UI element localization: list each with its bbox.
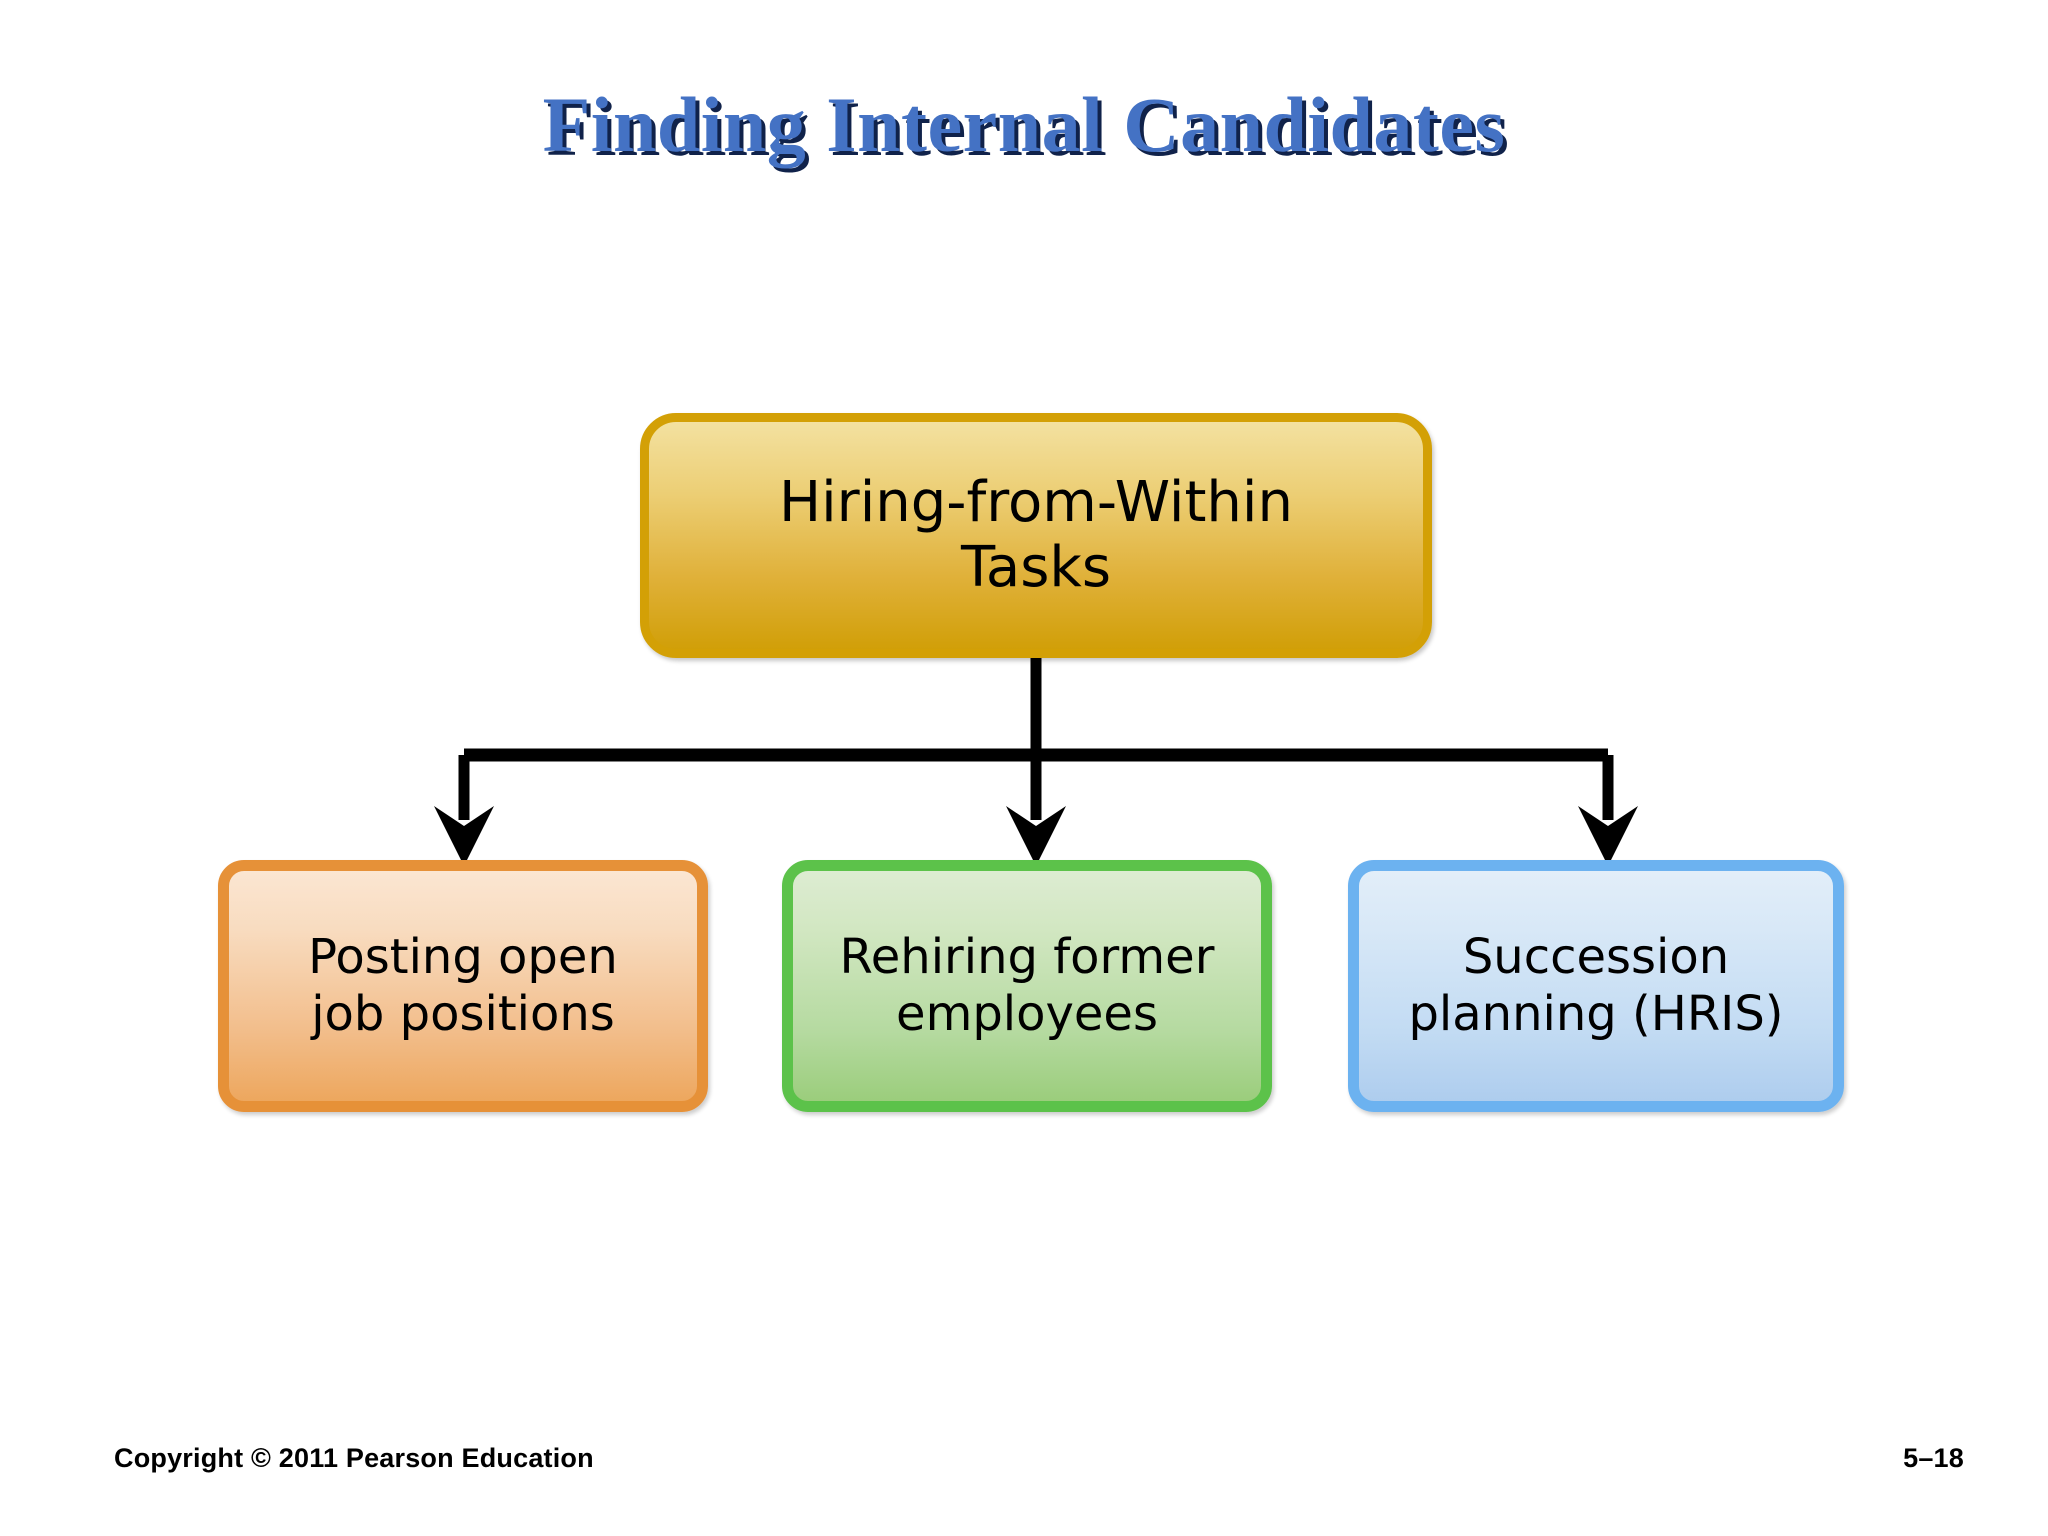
node-hiring-from-within-tasks[interactable]: Hiring-from-Within Tasks [640,413,1432,658]
node-posting-open-job-positions[interactable]: Posting open job positions [218,860,708,1112]
node-succession-planning-hris[interactable]: Succession planning (HRIS) [1348,860,1844,1112]
page-title: Finding Internal Candidates [542,81,1506,168]
node-label: Hiring-from-Within Tasks [779,469,1293,600]
arrow-head-right-icon [1578,806,1638,866]
copyright-notice: Copyright © 2011 Pearson Education [114,1443,594,1473]
node-label: Posting open job positions [308,929,618,1042]
arrow-head-left-icon [434,806,494,866]
arrow-head-center-icon [1006,806,1066,866]
node-label: Rehiring former employees [839,929,1215,1042]
page-number: 5–18 [1903,1443,1964,1473]
node-rehiring-former-employees[interactable]: Rehiring former employees [782,860,1272,1112]
node-label: Succession planning (HRIS) [1408,929,1784,1042]
